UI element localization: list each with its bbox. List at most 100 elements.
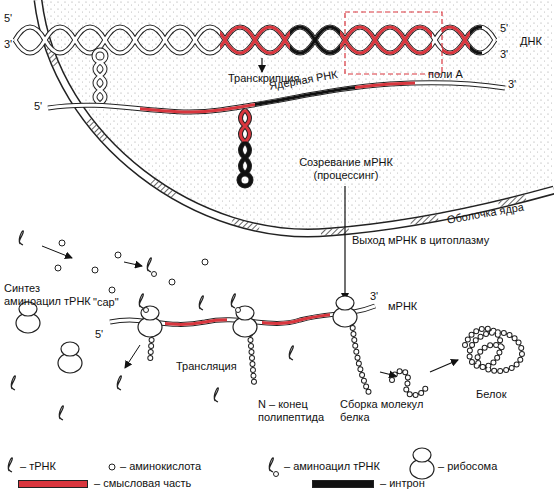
intron-segment <box>290 27 340 53</box>
diagram-label: ДНК <box>520 35 542 48</box>
cytoplasm-molecules <box>11 231 458 420</box>
trna-symbol <box>11 376 15 390</box>
legend-text: – смысловая часть <box>94 477 191 490</box>
diagram-label: поли А <box>428 68 463 81</box>
diagram-label: Синтез аминоацил тРНК <box>4 282 94 307</box>
amino-acid <box>92 267 98 273</box>
pointer-arrow <box>125 345 140 368</box>
pointer-arrow <box>42 246 72 258</box>
legend-text: – рибосома <box>438 460 497 473</box>
intron-segment <box>470 27 482 53</box>
protein <box>465 329 522 372</box>
amino-acid <box>115 252 121 258</box>
rna-loop <box>94 50 106 62</box>
aminoacyl-trna-symbol <box>139 294 148 313</box>
amino-acid <box>202 259 208 265</box>
legend-text: – интрон <box>380 477 425 490</box>
diagram-label: Выход мРНК в цитоплазму <box>352 234 489 247</box>
diagram-label: 5' <box>34 100 42 113</box>
legend-text: – аминоацил тРНК <box>284 460 380 473</box>
diagram-label: 5' <box>4 12 12 25</box>
rna-hairpin <box>241 110 250 174</box>
amino-acid <box>169 279 175 285</box>
nuclear-pore <box>38 0 554 233</box>
ribosome <box>16 302 40 333</box>
diagram-label: Трансляция <box>176 360 237 373</box>
trna-symbol <box>289 346 293 360</box>
diagram-label: 3' <box>500 48 508 61</box>
diagram-label: 5' <box>95 328 103 341</box>
dna-strand <box>15 27 495 53</box>
diagram-label: Созревание мРНК (процессинг) <box>288 156 404 181</box>
ribosomes <box>16 296 357 373</box>
intron-segment <box>290 27 340 53</box>
intron-loop <box>239 174 251 186</box>
rna-loop <box>94 50 106 62</box>
exon-segment <box>442 27 470 53</box>
exon-segment <box>442 27 470 53</box>
trna-symbol <box>59 406 63 420</box>
ribosome <box>333 296 357 327</box>
intron-hairpin <box>241 142 250 174</box>
exon-segment <box>165 306 227 324</box>
dna-strand <box>15 27 495 53</box>
diagram-label: Белок <box>476 388 506 401</box>
dna-helix <box>15 12 495 74</box>
assembly-arrow <box>430 360 458 372</box>
legend-trna-sample <box>8 458 12 472</box>
dna-strand <box>15 27 495 53</box>
legend-ribosome-sample <box>410 448 434 479</box>
legend-text: – тРНК <box>20 460 56 473</box>
amino-acid <box>109 287 115 293</box>
exon-segment <box>262 306 330 324</box>
polypeptide <box>150 322 370 395</box>
dna-strand <box>15 27 495 53</box>
assembly-arrow <box>380 372 396 376</box>
legend-swatch <box>18 480 88 488</box>
exon-segment <box>340 27 432 53</box>
legend-text: – аминокислота <box>120 460 201 473</box>
diagram-label: Сборка молекул белка <box>340 398 426 423</box>
folding-protein <box>392 371 427 395</box>
protein <box>465 329 522 372</box>
rna-hairpin <box>95 62 105 104</box>
nucleoplasm <box>38 0 554 233</box>
diagram-label: 5' <box>500 22 508 35</box>
legend-aminoacyl-sample <box>269 458 278 477</box>
trna-symbol <box>19 231 23 245</box>
rna-hairpin <box>95 62 105 104</box>
folding-protein <box>392 371 427 395</box>
amino-acid <box>55 265 61 271</box>
diagram-label: 3' <box>4 38 12 51</box>
legend-swatch <box>312 480 374 488</box>
exon-segment <box>355 83 415 112</box>
diagram-label: "сар" <box>93 296 119 309</box>
highlight-box <box>345 12 442 74</box>
nucleus <box>38 0 554 233</box>
exon-segment <box>140 83 255 112</box>
transcription-arrow <box>261 58 262 72</box>
aminoacyl-trna-symbol <box>147 258 156 277</box>
nuclear-envelope <box>38 0 554 233</box>
ribosome <box>138 306 162 337</box>
processing-arrow <box>344 186 345 300</box>
intron-segment <box>470 27 482 53</box>
trna-symbol <box>117 376 121 390</box>
exon-segment <box>340 27 432 53</box>
diagram-label: 3' <box>508 78 516 91</box>
pointer-arrow <box>124 262 142 266</box>
nuclear-envelope-gap <box>38 0 554 233</box>
aminoacyl-trna-symbol <box>231 294 240 313</box>
polypeptide <box>150 322 370 395</box>
nuclear-rna <box>48 50 505 186</box>
polypeptide-chains <box>150 322 522 395</box>
amino-acid <box>59 240 65 246</box>
diagram-label: мРНК <box>388 300 417 313</box>
diagram-label: 3' <box>370 290 378 303</box>
legend-amino-acid-sample <box>109 464 115 470</box>
diagram-label: N – конец полипептида <box>258 398 350 423</box>
legend-samples <box>8 448 434 479</box>
exon-segment <box>220 27 290 53</box>
trna-symbol <box>199 296 203 310</box>
